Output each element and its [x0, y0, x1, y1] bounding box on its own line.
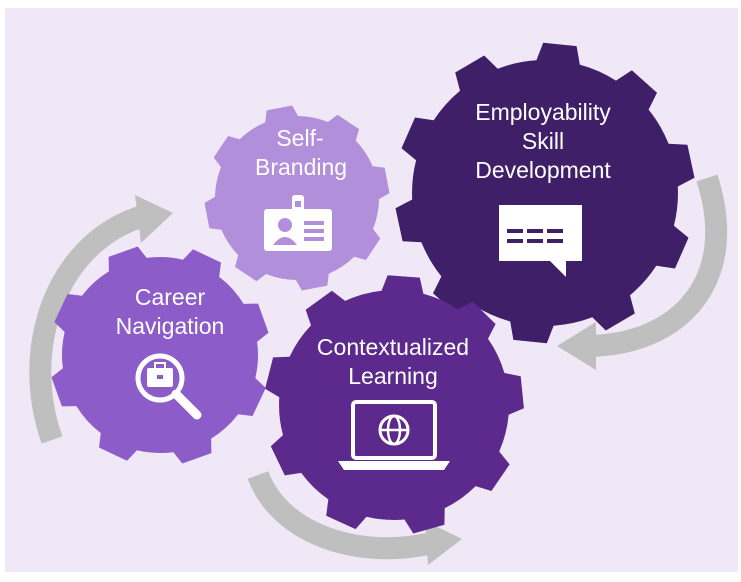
id-badge-icon	[264, 195, 332, 251]
arrow-right-cycle	[587, 174, 728, 357]
arrowhead-bottom	[425, 521, 462, 565]
arrowhead-right	[557, 322, 596, 370]
arrow-left-cycle	[29, 206, 144, 444]
arrow-bottom-cycle	[247, 470, 435, 560]
arrowhead-left	[135, 195, 173, 243]
gear-contextualized-learning	[265, 275, 524, 534]
laptop-globe-icon	[338, 400, 450, 470]
label-contextualized-learning: Contextualized Learning	[316, 334, 470, 389]
briefcase-magnifier-icon	[135, 353, 202, 420]
speech-bubble-icon	[499, 205, 582, 277]
gear-employability-skill-development	[395, 42, 695, 344]
label-employability-skill-development: Employability Skill Development	[475, 99, 611, 183]
label-self-branding: Self- Branding	[255, 125, 348, 180]
label-career-navigation: Career Navigation	[115, 284, 225, 339]
